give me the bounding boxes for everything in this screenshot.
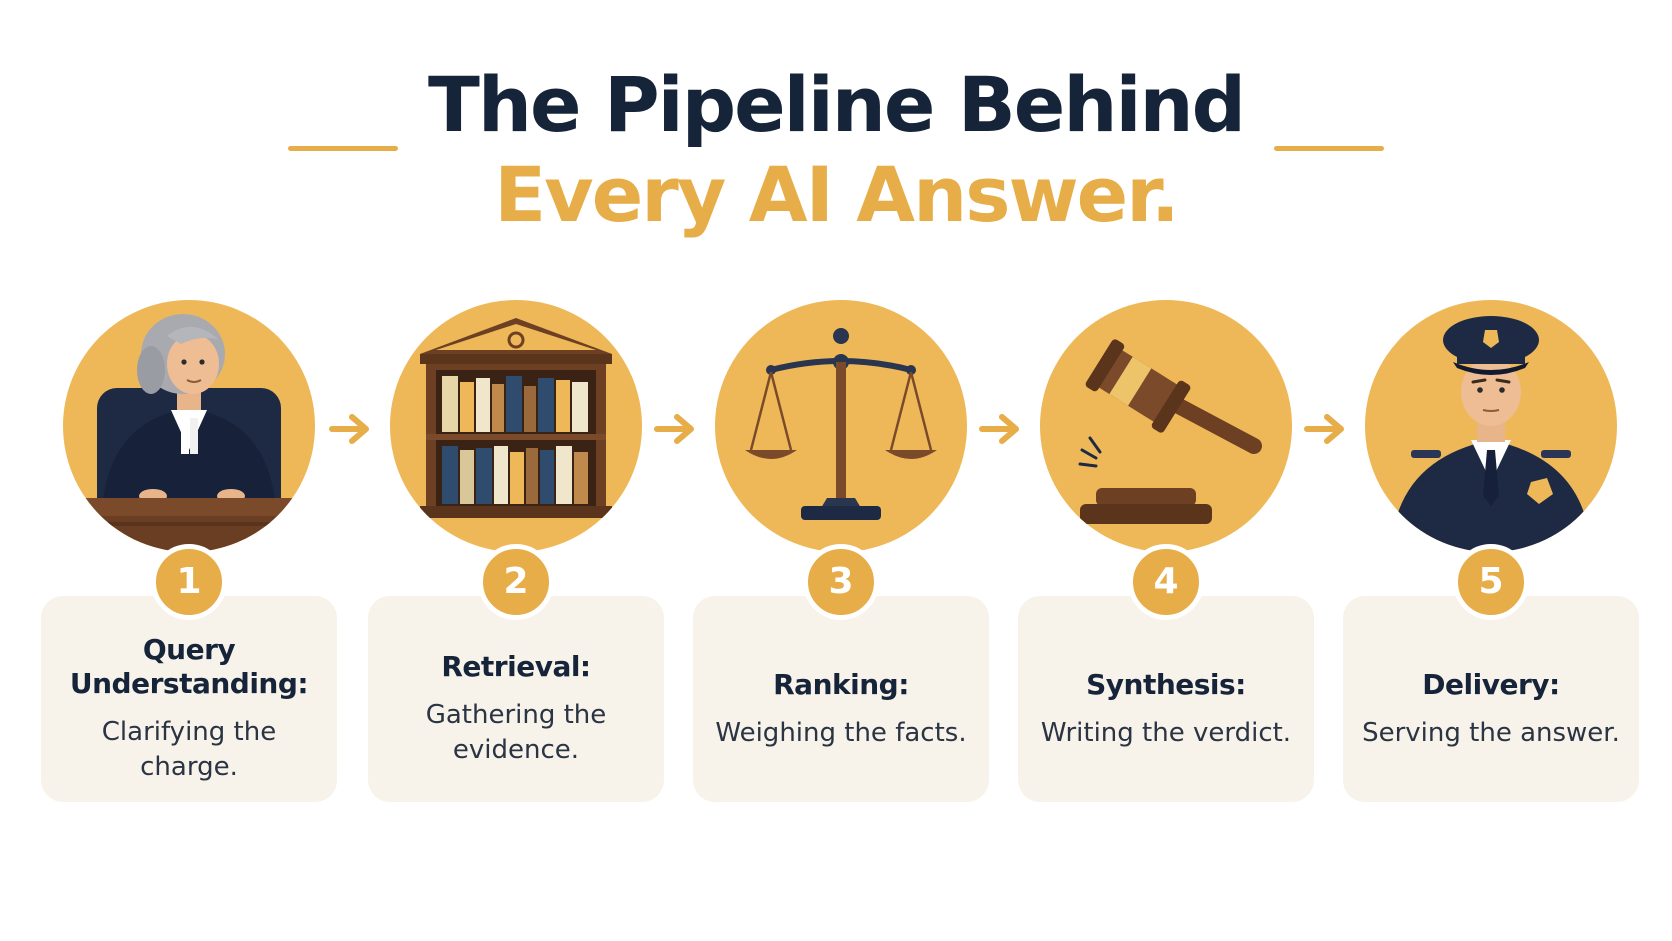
step-title: Delivery: bbox=[1422, 667, 1560, 701]
arrow-right-icon bbox=[329, 414, 369, 444]
step-title: Synthesis: bbox=[1086, 667, 1246, 701]
step-card: Retrieval: Gathering the evidence. bbox=[368, 596, 664, 802]
police-officer-icon bbox=[1365, 300, 1617, 552]
step-description: Gathering the evidence. bbox=[425, 700, 607, 765]
step-description: Weighing the facts. bbox=[715, 717, 967, 748]
pipeline-step-1: 1 Query Understanding: Clarifying the ch… bbox=[41, 300, 337, 805]
pipeline-step-3: 3 Ranking: Weighing the facts. bbox=[693, 300, 989, 805]
step-number-badge: 3 bbox=[803, 544, 879, 620]
title-decoration-right bbox=[1274, 146, 1384, 151]
step-card: Delivery: Serving the answer. bbox=[1343, 596, 1639, 802]
step-card: Ranking: Weighing the facts. bbox=[693, 596, 989, 802]
step-title: Query Understanding: bbox=[69, 633, 309, 700]
step-number-badge: 4 bbox=[1128, 544, 1204, 620]
step-description: Serving the answer. bbox=[1362, 717, 1620, 748]
step-card: Synthesis: Writing the verdict. bbox=[1018, 596, 1314, 802]
scales-icon bbox=[715, 300, 967, 552]
gavel-icon bbox=[1040, 300, 1292, 552]
step-title: Retrieval: bbox=[441, 650, 591, 683]
judge-icon bbox=[63, 300, 315, 552]
pipeline-step-5: 5 Delivery: Serving the answer. bbox=[1343, 300, 1639, 805]
bookshelf-icon bbox=[390, 300, 642, 552]
step-card: Query Understanding: Clarifying the char… bbox=[41, 596, 337, 802]
step-number-badge: 2 bbox=[478, 544, 554, 620]
arrow-right-icon bbox=[1304, 414, 1344, 444]
step-title: Ranking: bbox=[773, 667, 909, 701]
pipeline-step-4: 4 Synthesis: Writing the verdict. bbox=[1018, 300, 1314, 805]
title-decoration-left bbox=[288, 146, 398, 151]
pipeline-step-2: 2 Retrieval: Gathering the evidence. bbox=[368, 300, 664, 805]
arrow-right-icon bbox=[979, 414, 1019, 444]
page-title: The Pipeline Behind Every AI Answer. bbox=[0, 60, 1672, 240]
step-number-badge: 5 bbox=[1453, 544, 1529, 620]
title-line-2: Every AI Answer. bbox=[494, 150, 1179, 239]
step-number-badge: 1 bbox=[151, 544, 227, 620]
step-description: Writing the verdict. bbox=[1040, 717, 1292, 748]
arrow-right-icon bbox=[654, 414, 694, 444]
step-description: Clarifying the charge. bbox=[101, 717, 277, 782]
title-line-1: The Pipeline Behind bbox=[428, 60, 1246, 149]
